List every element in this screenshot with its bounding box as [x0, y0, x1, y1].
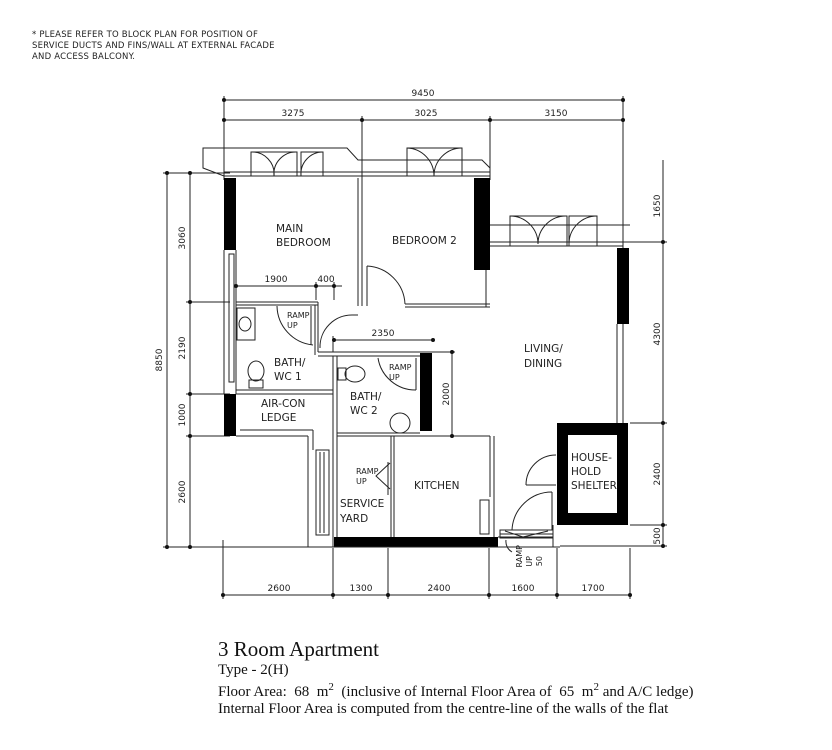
structural-walls: [224, 178, 629, 547]
dim-left-total: 8850: [155, 348, 165, 371]
label-entrance-ramp-1: RAMP: [515, 545, 524, 568]
floor-area: Floor Area: 68 m2 (inclusive of Internal…: [218, 679, 694, 701]
label-ramp-yard-2: UP: [356, 477, 367, 486]
dim-top-1: 3275: [282, 109, 305, 119]
label-ramp-bath1-1: RAMP: [287, 311, 310, 320]
floor-area-suffix: and A/C ledge): [598, 684, 694, 700]
interior-dimensions: 1900 400 2350 2000: [234, 275, 456, 438]
block-plan-note: * PLEASE REFER TO BLOCK PLAN FOR POSITIO…: [32, 30, 275, 63]
floor-area-sup2: 2: [593, 681, 599, 693]
label-ramp-bath1-2: UP: [287, 321, 298, 330]
label-main-bedroom-2: BEDROOM: [276, 237, 331, 249]
label-aircon-1: AIR-CON: [261, 398, 305, 410]
dim-bottom-3: 2400: [428, 584, 451, 594]
label-aircon-2: LEDGE: [261, 412, 296, 424]
label-kitchen: KITCHEN: [414, 480, 460, 492]
plan-caption: 3 Room Apartment Type - 2(H) Floor Area:…: [218, 636, 694, 718]
floor-area-sup: 2: [328, 681, 334, 693]
note-line-3: AND ACCESS BALCONY.: [32, 52, 136, 62]
apartment-type: Type - 2(H): [218, 662, 289, 678]
dim-left-2: 2190: [178, 336, 188, 359]
label-service-yard-1: SERVICE: [340, 498, 384, 510]
label-ramp-bath2-2: UP: [389, 373, 400, 382]
dim-top-2: 3025: [415, 109, 438, 119]
basin-icon: [389, 412, 411, 434]
fixtures: [236, 307, 411, 434]
label-bedroom-2: BEDROOM 2: [392, 235, 457, 247]
partition-walls: [223, 178, 624, 548]
note-line-2: SERVICE DUCTS AND FINS/WALL AT EXTERNAL …: [32, 41, 275, 51]
room-labels: MAIN BEDROOM BEDROOM 2 LIVING/ DINING BA…: [261, 223, 617, 567]
dim-bath1-gap: 400: [317, 275, 334, 285]
label-entrance-ramp-3: 50: [535, 556, 544, 566]
dim-right-4: 500: [653, 527, 663, 544]
floor-area-prefix: Floor Area: 68 m: [218, 684, 329, 700]
dim-bottom-4: 1600: [512, 584, 535, 594]
doors: [276, 265, 557, 553]
apartment-title: 3 Room Apartment: [218, 637, 379, 661]
label-main-bedroom-1: MAIN: [276, 223, 303, 235]
label-shelter-3: SHELTER: [571, 480, 617, 492]
label-entrance-ramp-2: UP: [525, 556, 534, 567]
dim-left-1: 3060: [178, 226, 188, 249]
dim-corridor: 2350: [372, 329, 395, 339]
label-bath2-2: WC 2: [350, 405, 378, 417]
dim-left-4: 2600: [178, 480, 188, 503]
label-bath1-1: BATH/: [274, 357, 306, 369]
label-living-1: LIVING/: [524, 343, 563, 355]
top-bay-windows: [202, 147, 491, 177]
floor-area-middle: (inclusive of Internal Floor Area of 65 …: [333, 684, 594, 700]
dim-bath2-height: 2000: [442, 382, 452, 405]
label-bath2-1: BATH/: [350, 391, 382, 403]
dim-bath1-width: 1900: [265, 275, 288, 285]
label-service-yard-2: YARD: [339, 513, 368, 525]
dim-bottom-5: 1700: [582, 584, 605, 594]
label-bath1-2: WC 1: [274, 371, 302, 383]
dim-right-3: 2400: [653, 462, 663, 485]
dim-right-1: 1650: [653, 194, 663, 217]
living-window: [490, 215, 630, 247]
label-shelter-2: HOLD: [571, 466, 601, 478]
toilet-icon: [337, 365, 366, 383]
bottom-dimensions: 2600 1300 2400 1600 1700: [221, 540, 632, 599]
dim-top-3: 3150: [545, 109, 568, 119]
note-line-1: * PLEASE REFER TO BLOCK PLAN FOR POSITIO…: [32, 30, 259, 40]
dim-top-total: 9450: [412, 89, 435, 99]
left-dimensions: 8850 3060 2190 1000 2600: [155, 171, 330, 549]
basin-icon: [236, 307, 256, 341]
dim-left-3: 1000: [178, 403, 188, 426]
area-computation-note: Internal Floor Area is computed from the…: [218, 701, 669, 717]
label-ramp-bath2-1: RAMP: [389, 363, 412, 372]
dim-right-2: 4300: [653, 322, 663, 345]
label-shelter-1: HOUSE-: [571, 452, 612, 464]
toilet-icon: [247, 360, 265, 389]
label-ramp-yard-1: RAMP: [356, 467, 379, 476]
dim-bottom-1: 2600: [268, 584, 291, 594]
label-living-2: DINING: [524, 358, 562, 370]
right-dimensions: 1650 4300 2400 500: [560, 160, 667, 548]
dim-bottom-2: 1300: [350, 584, 373, 594]
